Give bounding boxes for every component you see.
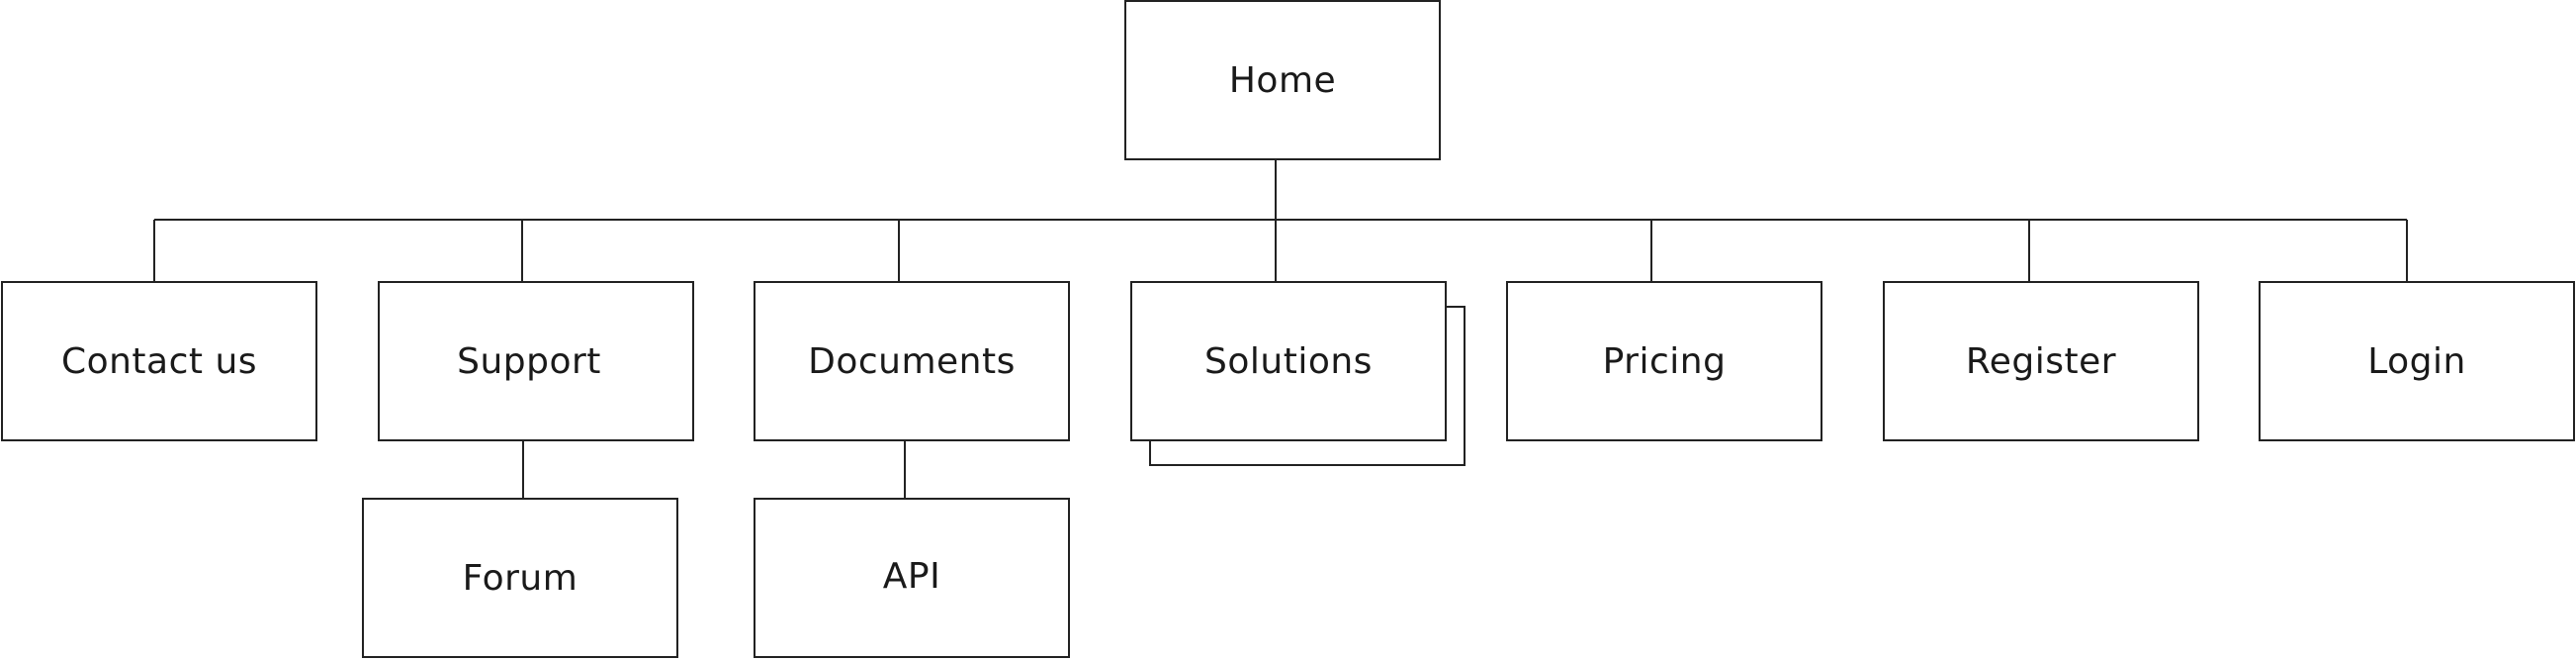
node-documents-label: Documents xyxy=(808,340,1016,382)
node-solutions[interactable]: Solutions xyxy=(1130,281,1447,441)
node-pricing[interactable]: Pricing xyxy=(1506,281,1822,441)
node-support-label: Support xyxy=(457,340,601,382)
node-api-label: API xyxy=(882,555,941,597)
node-api[interactable]: API xyxy=(754,498,1070,658)
node-contact-us[interactable]: Contact us xyxy=(1,281,317,441)
node-contact-us-label: Contact us xyxy=(60,340,258,382)
node-support[interactable]: Support xyxy=(378,281,694,441)
node-pricing-label: Pricing xyxy=(1602,340,1727,382)
node-home[interactable]: Home xyxy=(1124,0,1441,160)
node-forum[interactable]: Forum xyxy=(362,498,678,658)
node-forum-label: Forum xyxy=(462,557,578,599)
node-home-label: Home xyxy=(1228,59,1337,101)
node-login[interactable]: Login xyxy=(2259,281,2575,441)
node-solutions-label: Solutions xyxy=(1204,340,1373,382)
node-documents[interactable]: Documents xyxy=(754,281,1070,441)
node-register-label: Register xyxy=(1965,340,2117,382)
node-login-label: Login xyxy=(2367,340,2466,382)
node-register[interactable]: Register xyxy=(1883,281,2199,441)
